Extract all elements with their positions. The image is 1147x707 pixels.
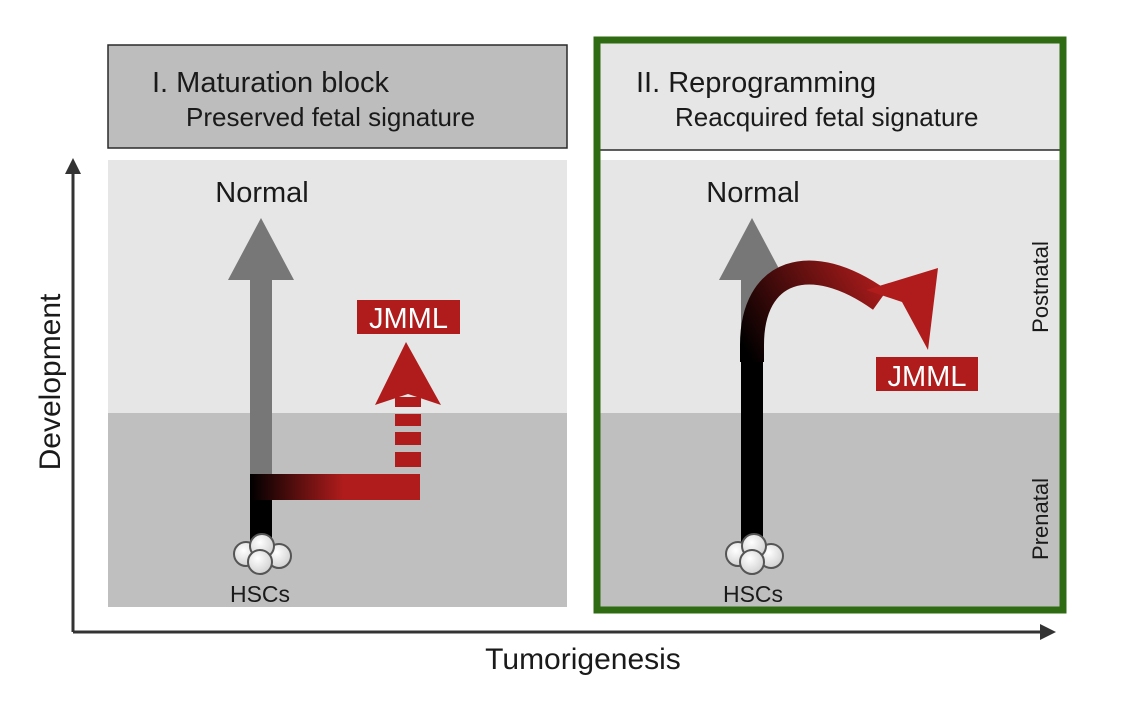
panel1-jmml-badge [357, 300, 460, 334]
panel2-jmml-label: JMML [888, 361, 967, 393]
panel2-reprogramming-arc [740, 260, 887, 362]
panel2-prenatal-zone [597, 413, 1063, 610]
y-axis-arrow-head [65, 158, 81, 174]
panel1-header-box [107, 44, 568, 149]
panel1-normal-arrow-shaft [250, 276, 272, 476]
x-axis-arrow-head [1040, 624, 1056, 640]
panel1-title: I. Maturation block [152, 67, 389, 99]
panel1-block-path [250, 474, 420, 500]
panel1-postnatal-zone [108, 160, 567, 413]
panel2-jmml-badge [876, 357, 978, 391]
panel2-hsc-stem [741, 360, 763, 546]
panel2-hsc-label: HSCs [723, 581, 783, 607]
x-axis-label: Tumorigenesis [485, 643, 681, 676]
panel2-header-box [597, 40, 1063, 150]
panel1-jmml-dashed-arrow [375, 342, 441, 467]
stage-label-postnatal: Postnatal [1028, 241, 1053, 333]
panel1-subtitle: Preserved fetal signature [186, 102, 475, 132]
stage-label-prenatal: Prenatal [1028, 478, 1053, 560]
panel1-prenatal-zone [108, 413, 567, 607]
panel1-normal-label: Normal [215, 177, 308, 209]
panel-reprogramming: II. Reprogramming Reacquired fetal signa… [593, 36, 1067, 614]
panel2-normal-label: Normal [706, 177, 799, 209]
panel2-highlight-border [593, 36, 1067, 614]
panel2-reprogramming-arrow-head [866, 268, 938, 350]
axes: Development Tumorigenesis [34, 158, 1056, 676]
panel1-hsc-label: HSCs [230, 581, 290, 607]
panel2-normal-arrow-head [719, 218, 785, 280]
panel1-hsc-cells-icon [233, 533, 292, 575]
y-axis-label: Development [34, 293, 67, 470]
panel1-jmml-label: JMML [369, 303, 448, 335]
panel2-title: II. Reprogramming [636, 67, 876, 99]
panel1-normal-arrow-head [228, 218, 294, 280]
panel2-subtitle: Reacquired fetal signature [675, 102, 979, 132]
panel2-hsc-cells-icon [725, 533, 784, 575]
panel-maturation-block: I. Maturation block Preserved fetal sign… [107, 44, 568, 607]
